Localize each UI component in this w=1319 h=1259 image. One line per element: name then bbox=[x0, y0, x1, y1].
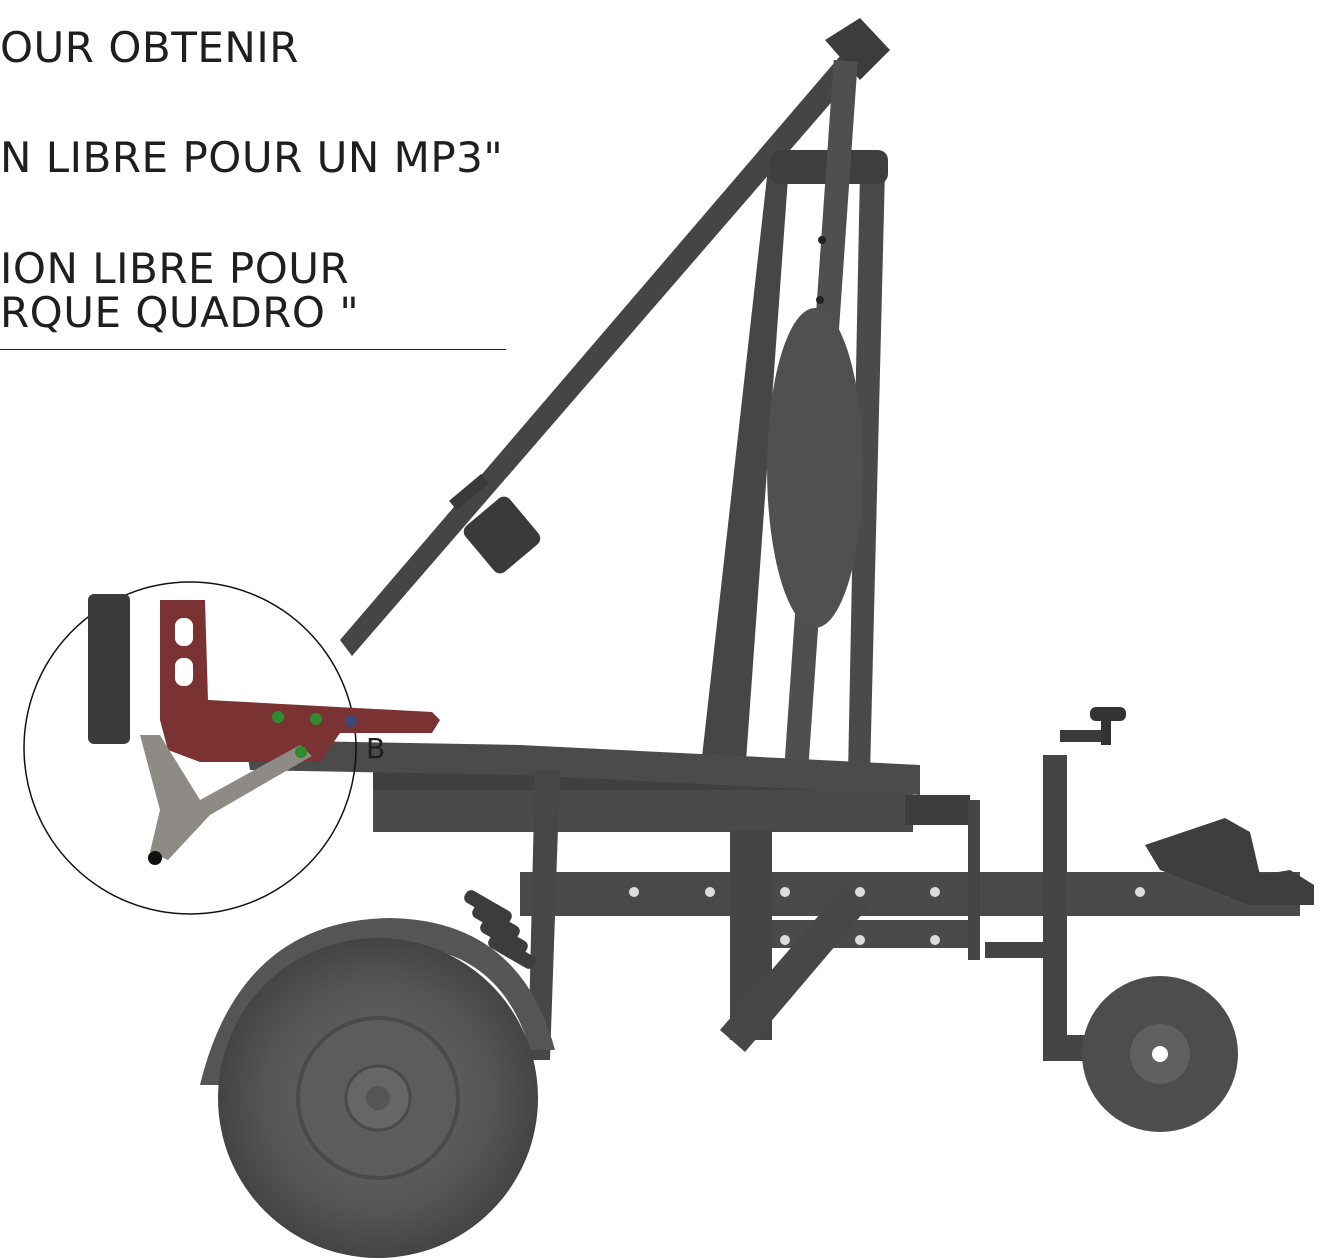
detail-view bbox=[23, 581, 440, 915]
annotation-line-3: ION LIBRE POUR bbox=[0, 244, 350, 293]
tow-coupling bbox=[968, 800, 1314, 960]
chassis-frame bbox=[245, 740, 1300, 1060]
annotation-line-4: RQUE QUADRO " bbox=[0, 288, 360, 337]
suspension-spring bbox=[464, 890, 536, 969]
annotation-line-1: OUR OBTENIR bbox=[0, 23, 299, 72]
pin-3 bbox=[345, 715, 357, 727]
pin-1 bbox=[272, 711, 284, 723]
spare-wheel bbox=[767, 308, 863, 628]
inclined-boom bbox=[340, 18, 890, 656]
red-bracket bbox=[160, 600, 440, 762]
annotation-line-2: N LIBRE POUR UN MP3" bbox=[0, 133, 504, 182]
point-label-b: B bbox=[366, 732, 386, 765]
pin-end bbox=[148, 851, 162, 865]
pin-4 bbox=[295, 746, 307, 758]
jockey-wheel-assembly bbox=[1043, 707, 1238, 1132]
annotation-underline bbox=[0, 349, 506, 350]
detail-circle bbox=[23, 581, 357, 915]
grey-arm bbox=[140, 735, 312, 860]
main-wheel bbox=[200, 918, 555, 1258]
pin-2 bbox=[310, 713, 322, 725]
